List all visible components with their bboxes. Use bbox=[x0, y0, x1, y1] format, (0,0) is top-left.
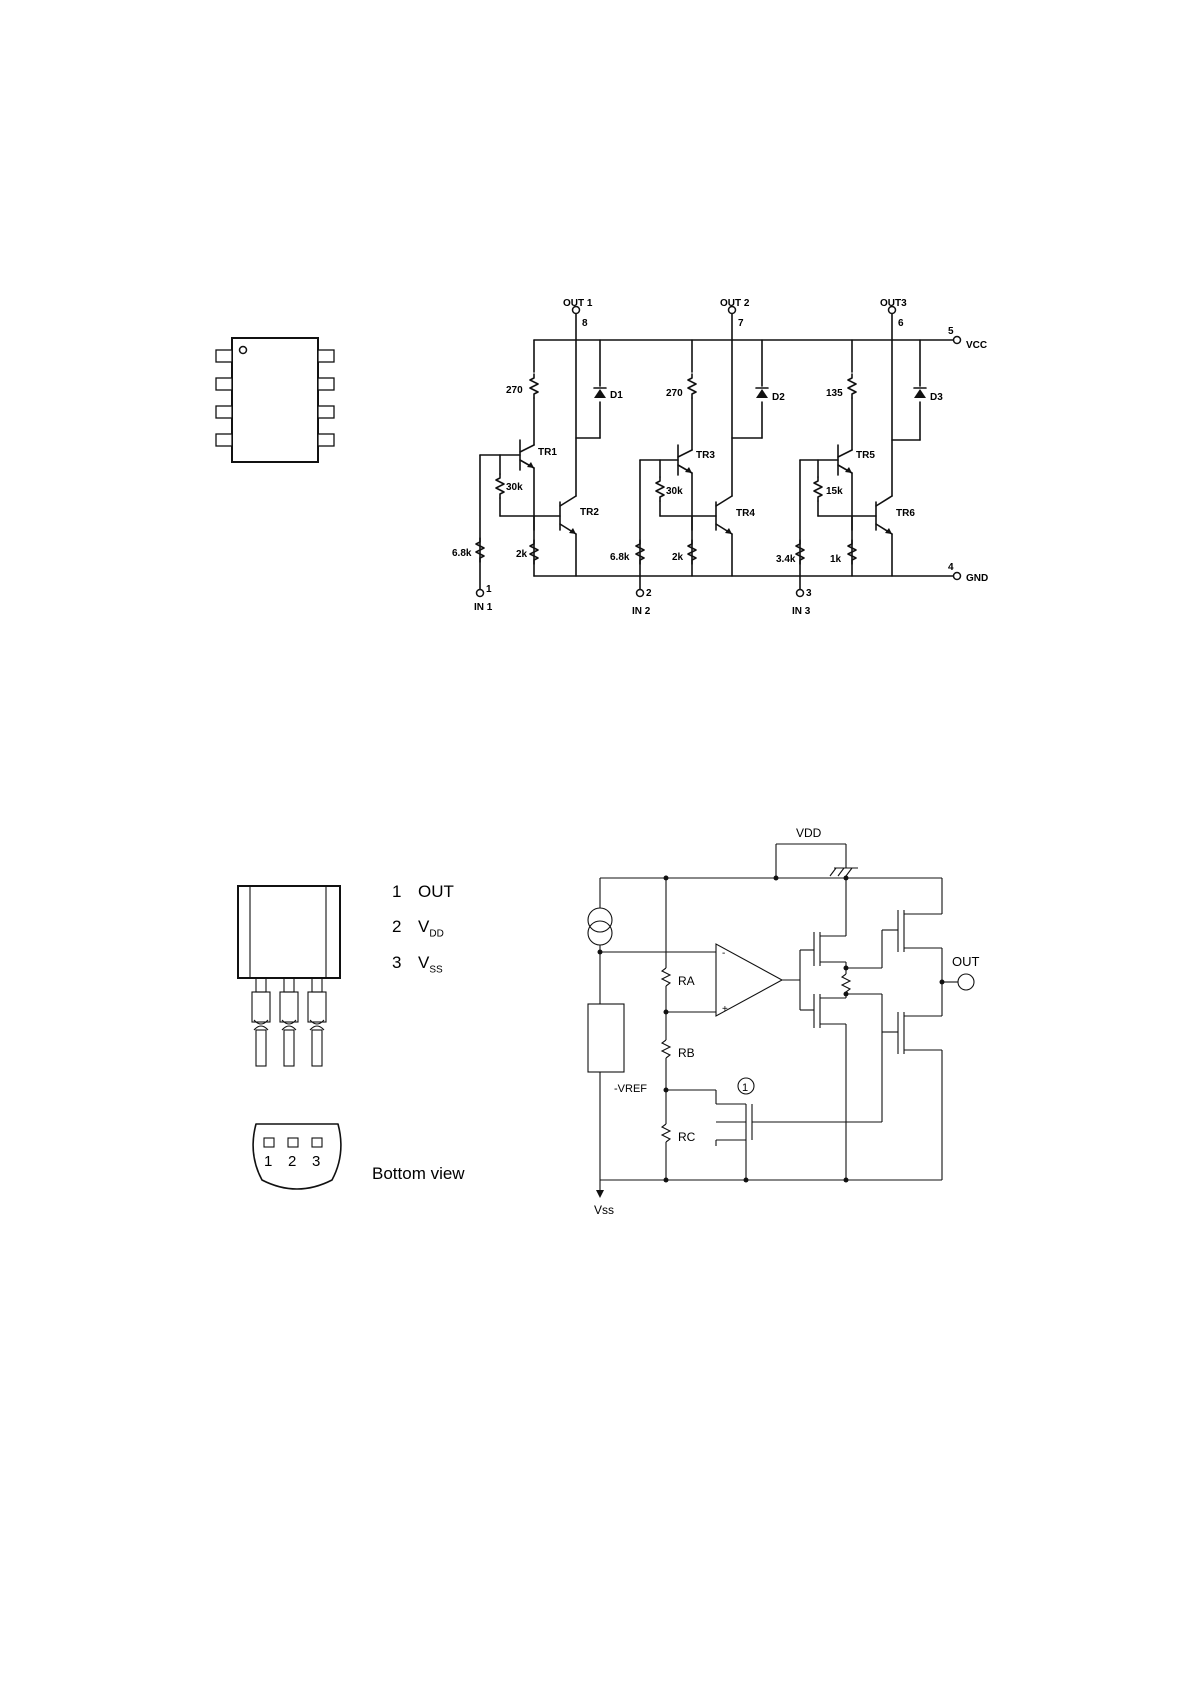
resistor-rb: RB bbox=[678, 1046, 695, 1060]
marker-1: 1 bbox=[742, 1082, 748, 1094]
vss-label: Vss bbox=[594, 1203, 614, 1217]
out-terminal bbox=[958, 974, 974, 990]
resistor-ra: RA bbox=[678, 974, 695, 988]
out-label: OUT bbox=[952, 954, 980, 969]
svg-text:-: - bbox=[722, 948, 725, 959]
vref-label: -VREF bbox=[614, 1083, 647, 1095]
svg-text:+: + bbox=[722, 1004, 728, 1015]
vdd-label: VDD bbox=[796, 826, 822, 840]
reference-block bbox=[588, 1004, 624, 1072]
resistor-rc: RC bbox=[678, 1130, 696, 1144]
